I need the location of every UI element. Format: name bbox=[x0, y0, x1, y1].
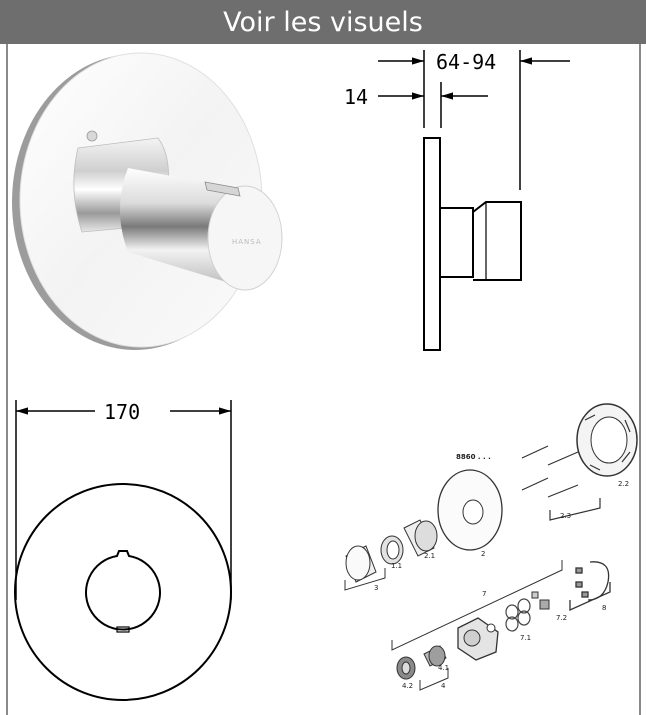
part-label: 2 bbox=[481, 550, 485, 558]
part-label: 2.1 bbox=[424, 552, 435, 560]
exploded-view bbox=[344, 403, 638, 691]
thermostat-knob: HANSA bbox=[120, 168, 283, 291]
front-plate-circle bbox=[14, 483, 232, 701]
screws bbox=[521, 445, 601, 521]
exploded-knob bbox=[344, 545, 386, 591]
plate-thickness-label: 14 bbox=[344, 85, 368, 109]
product-photo: HANSA bbox=[12, 52, 283, 350]
exploded-cover-plate bbox=[437, 469, 503, 551]
model-label: 8860 . . . bbox=[456, 453, 491, 461]
front-opening bbox=[85, 550, 161, 631]
brand-label: HANSA bbox=[232, 238, 262, 246]
nut bbox=[396, 656, 416, 680]
part-label: 4.2 bbox=[402, 682, 413, 690]
part-label: 2.3 bbox=[560, 512, 571, 520]
cartridge-body bbox=[457, 617, 499, 661]
side-view bbox=[378, 50, 570, 351]
header-bar: Voir les visuels bbox=[0, 0, 646, 44]
part-label: 1.1 bbox=[391, 562, 402, 570]
mounting-ring bbox=[576, 403, 638, 477]
content-frame bbox=[6, 44, 641, 715]
header-title: Voir les visuels bbox=[223, 6, 423, 38]
front-view bbox=[14, 400, 232, 701]
front-notch bbox=[116, 626, 130, 633]
sleeve bbox=[403, 519, 438, 557]
cartridge bbox=[423, 645, 447, 667]
part-label: 7 bbox=[482, 590, 486, 598]
part-label: 7.1 bbox=[520, 634, 531, 642]
part-label: 4 bbox=[441, 682, 446, 690]
side-plate-outline bbox=[423, 137, 441, 351]
part-label: 8 bbox=[602, 604, 606, 612]
ring bbox=[380, 535, 404, 565]
retaining-clip bbox=[569, 561, 611, 612]
overall-depth-label: 64-94 bbox=[436, 50, 496, 74]
diameter-label: 170 bbox=[104, 400, 140, 424]
part-label: 4.1 bbox=[438, 664, 449, 672]
part-label: 7.2 bbox=[556, 614, 567, 622]
check-valve bbox=[531, 591, 550, 610]
part-label: 3 bbox=[374, 584, 378, 592]
part-label: 2.2 bbox=[618, 480, 629, 488]
side-body-outline bbox=[440, 207, 474, 278]
side-knob-outline bbox=[472, 201, 522, 281]
o-rings bbox=[505, 598, 531, 632]
